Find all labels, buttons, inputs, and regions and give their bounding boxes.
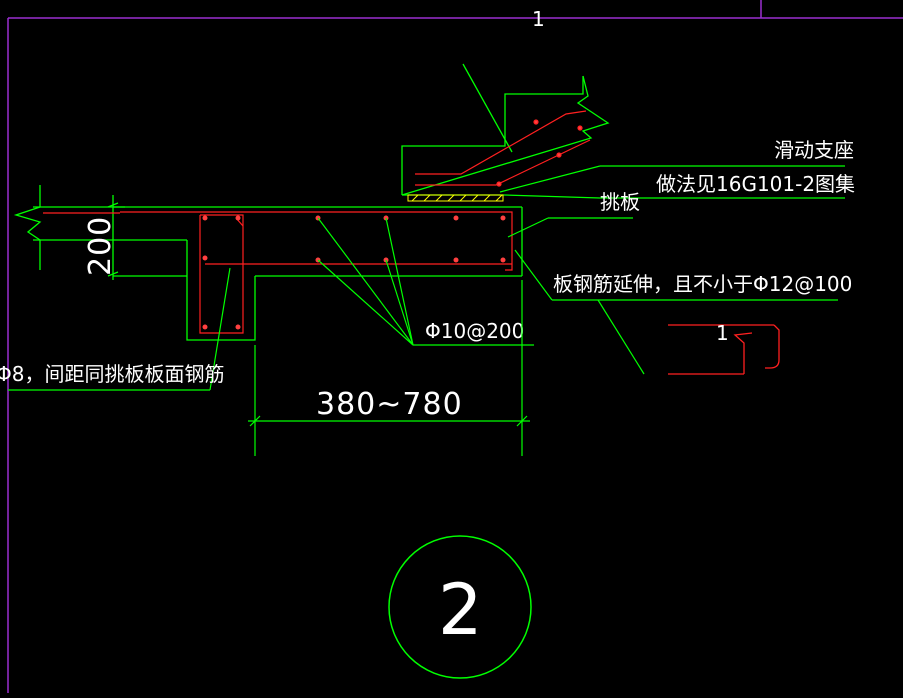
dist-leader-1 [317,217,414,346]
stair-rebar [415,110,591,187]
hatch-line [495,194,503,202]
extension-leader [514,249,838,375]
sliding-pad [407,194,504,202]
rebar-dots [202,215,506,330]
support-leader-line-2 [504,194,601,199]
detail-reference-label: 做法见16G101-2图集 [656,172,855,196]
rebar-dot [202,324,208,330]
dim-tick [516,415,528,427]
stair-rebar-top [415,110,587,175]
stair-step-outline [401,76,584,195]
stair-rebar-dot [577,125,583,131]
rebar-dot [453,215,459,221]
slab-break-line [13,185,42,270]
rebar-dot [235,324,241,330]
rebar-dot [235,215,241,221]
drawing-frame [7,0,903,693]
distribution-leaders [317,217,534,346]
section-curve [765,324,780,369]
section-marker-label: 1 [716,321,729,345]
stirrup-note-label: Φ8，间距同挑板板面钢筋 [0,362,224,386]
detail-number-marker: 2 [388,535,532,679]
section-marker-symbol [668,324,780,375]
section-leader-line [597,299,645,375]
rebar-dot [202,215,208,221]
distribution-rebar-label: Φ10@200 [425,319,524,343]
support-leader-line [499,165,601,193]
beam-outline [186,240,256,341]
hatch-line [423,194,431,202]
dim-tick [249,415,261,427]
extension-dimension [248,280,530,456]
beam-stirrup [199,214,244,334]
stair-rebar-dot [556,152,562,158]
hatch-line [471,194,479,202]
section-hook [733,332,753,374]
dist-leader-4 [385,259,414,346]
slab-rebar-extension-label: 板钢筋延伸，且不小于Φ12@100 [553,272,852,296]
rebar-dot [202,255,208,261]
dim-tick [107,271,119,277]
stair-rebar-dot [496,181,502,187]
stirrup-leader-line [209,267,231,391]
hatch-line [459,194,467,202]
hatch-line [447,194,455,202]
slab-rebar [43,211,513,334]
slab-top-rebar [120,211,513,271]
stair-support-outline [401,63,610,196]
cantilever-leader [507,217,633,238]
stair-break-line [401,75,610,196]
cantilever-leader-line [507,217,549,238]
sliding-pad-outline [407,194,504,202]
hatch-line [411,194,419,202]
sliding-support-leaders [499,165,845,199]
rebar-dot [453,257,459,263]
rebar-dot [500,215,506,221]
slab-thickness-dim: 200 [83,216,118,276]
extension-length-dim: 380~780 [316,387,463,422]
dim-tick [107,202,119,208]
grid-marker: 1 [532,7,545,31]
slab-concrete-outline [13,185,523,341]
extension-leader-line [514,249,553,301]
cantilever-slab-label: 挑板 [600,190,640,214]
stirrup-leader [8,267,231,391]
stair-rebar-dot [533,119,539,125]
dist-leader-3 [317,259,414,346]
detail-number: 2 [438,569,483,651]
hatch-line [483,194,491,202]
stair-leader-line [462,63,513,153]
sliding-support-label: 滑动支座 [774,138,854,162]
hatch-line [435,194,443,202]
detail-circle [388,535,532,679]
rebar-dot [500,257,506,263]
dist-leader-2 [385,217,414,346]
